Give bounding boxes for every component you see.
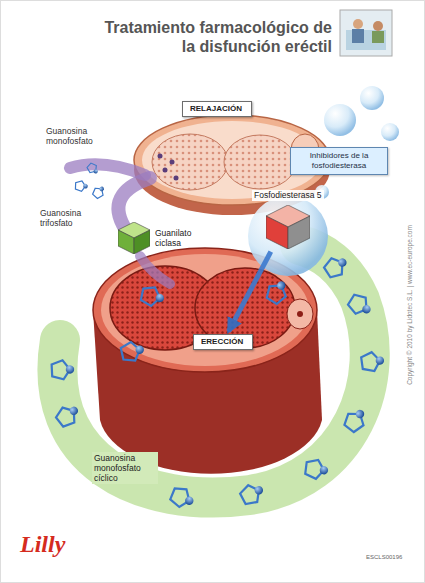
cube-symbol [118,222,150,254]
cube-symbol [266,205,310,249]
erect-section [93,248,322,474]
cgmp-molecules [49,255,386,512]
molecule-label: Guanosina trifosfato [40,208,102,228]
label-wrap: Lilly [20,530,65,558]
node-text-column: Guanilato ciclasa [155,228,207,248]
brand-logo: Lilly [20,530,65,558]
label-wrap: Guanosina monofosfato cíclico [92,452,158,484]
node-text: Inhibidores de la fosfodiesterasa [296,151,382,171]
title-icon [340,10,392,56]
label-wrap: Guanosina monofosfato [46,126,122,146]
code-number: ESCLS00196 [366,553,402,561]
gmp-molecule [86,161,100,176]
enzyme-cube: Guanilato ciclasa [118,222,207,254]
molecule-label: Guanosina monofosfato cíclico [92,452,158,484]
cgmp-path [140,256,170,284]
gtp-molecule [74,179,89,193]
node-text: Fosfodiesterasa 5 [252,190,324,201]
bubbles [248,86,399,276]
node-text: ERECCIÓN [201,337,245,347]
drug-box: Inhibidores de la fosfodiesterasa [290,147,388,175]
gtp-molecule [91,184,107,199]
copyright-note: Copyright © 2010 by Lidotec S.L. | www.e… [406,225,414,385]
node-text: RELAJACIÓN [190,104,244,114]
state-tag: RELAJACIÓN [182,101,252,117]
node-text: Guanilato ciclasa [155,228,207,248]
diagram-title: Tratamiento farmacológico de la disfunci… [104,18,332,56]
state-tag: ERECCIÓN [193,334,253,350]
enzyme-cube: Fosfodiesterasa 5 [252,190,324,249]
label-wrap: ESCLS00196 [366,553,402,561]
gmp-path [70,164,145,175]
label-wrap: Copyright © 2010 by Lidotec S.L. | www.e… [406,225,414,385]
title-wrap: Tratamiento farmacológico de la disfunci… [104,18,332,56]
inhibition-arrow [229,252,271,332]
molecule-label: Guanosina monofosfato [46,126,122,146]
label-wrap: Guanosina trifosfato [40,208,102,228]
cgmp-band [57,245,369,498]
